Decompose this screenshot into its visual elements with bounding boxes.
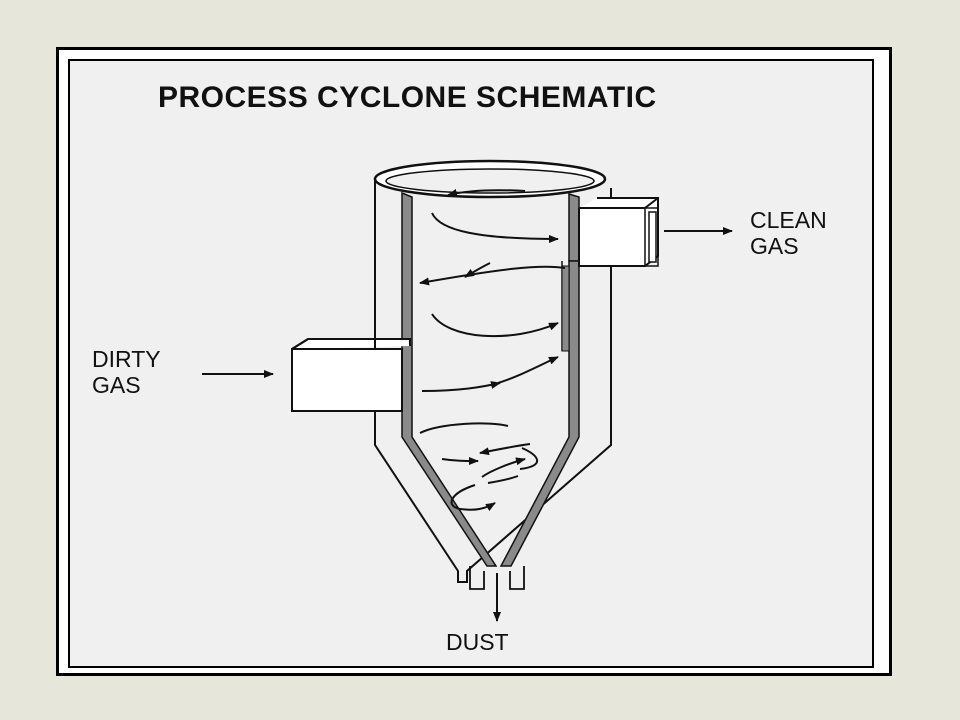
swirl-loop xyxy=(519,447,539,470)
dirty-gas-label: DIRTY GAS xyxy=(92,346,161,398)
dust-outlet-spout xyxy=(469,566,525,590)
cyclone-right-wall-upper xyxy=(568,192,580,262)
dust-label: DUST xyxy=(446,629,509,655)
swirl-arrow-7 xyxy=(479,443,531,456)
clean-gas-label: CLEAN GAS xyxy=(750,207,827,259)
diagram-frame: PROCESS CYCLONE SCHEMATIC DIRTY GAS CLEA… xyxy=(56,47,892,676)
diagram-panel: PROCESS CYCLONE SCHEMATIC DIRTY GAS CLEA… xyxy=(68,59,874,668)
swirl-arrow-6 xyxy=(441,456,479,465)
swirl-arrow-10 xyxy=(487,475,519,484)
swirl-arrow-8 xyxy=(481,457,526,478)
vortex-finder-tube xyxy=(561,265,570,352)
swirl-arrow-4 xyxy=(431,313,559,338)
swirl-arrow-2 xyxy=(431,212,559,243)
clean-gas-label-line2: GAS xyxy=(750,233,799,259)
swirl-arrow-3 xyxy=(419,265,566,286)
swirl-arrow-5b xyxy=(497,356,559,384)
swirl-arrow-9 xyxy=(450,484,496,512)
cyclone-outer-body xyxy=(374,179,612,583)
cyclone-top-opening xyxy=(385,168,595,194)
swirl-arrow-5a xyxy=(421,381,501,392)
dirty-gas-label-line1: DIRTY xyxy=(92,346,161,372)
cyclone-schematic xyxy=(202,159,733,622)
diagram-title: PROCESS CYCLONE SCHEMATIC xyxy=(158,81,657,114)
dirty-gas-label-line2: GAS xyxy=(92,372,141,398)
clean-gas-label-line1: CLEAN xyxy=(750,207,827,233)
swirl-arrow-3b xyxy=(464,262,491,278)
dirty-gas-inlet-face xyxy=(291,348,403,412)
swirl-arrow-top xyxy=(447,189,526,197)
clean-gas-outlet-opening xyxy=(648,211,657,263)
swirl-cone-top xyxy=(419,422,509,434)
swirl-arrows xyxy=(419,189,566,512)
cyclone-left-wall xyxy=(401,191,498,567)
